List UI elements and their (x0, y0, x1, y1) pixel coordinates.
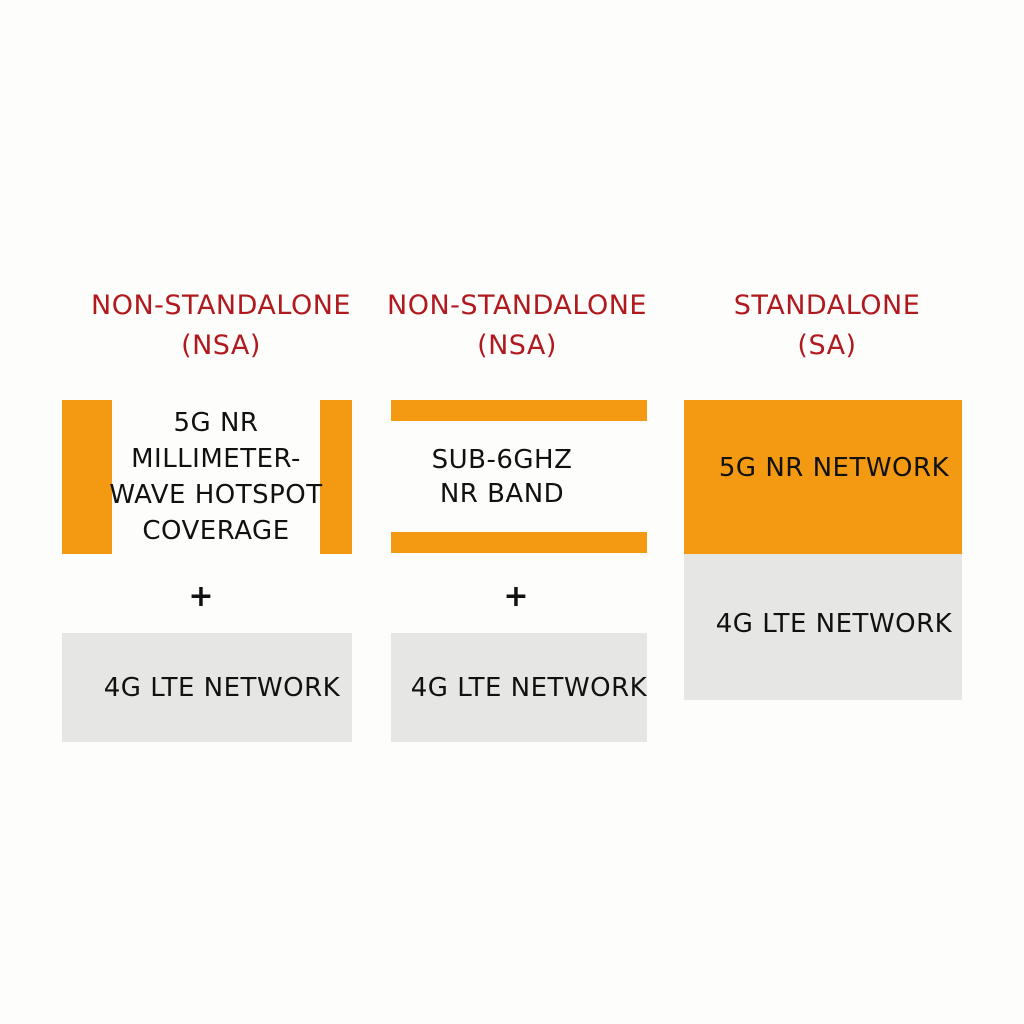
column-2-5g-label: SUB-6GHZ NR BAND (391, 421, 613, 532)
column-3-title-line2: (SA) (797, 330, 857, 361)
column-3-5g-box (684, 400, 962, 554)
column-1-5g-line: WAVE HOTSPOT (109, 480, 323, 510)
column-2-lte-text: 4G LTE NETWORK (410, 672, 648, 703)
column-2-5g-bottom-bar (391, 532, 647, 553)
column-2-title: NON-STANDALONE (NSA) (352, 286, 682, 366)
column-2-5g-top-bar (391, 400, 647, 421)
column-1-title-line1: NON-STANDALONE (91, 290, 351, 321)
column-3-lte-label: 4G LTE NETWORK (684, 554, 984, 694)
column-1-5g-label: 5G NR MILLIMETER- WAVE HOTSPOT COVERAGE (109, 400, 323, 554)
column-1-title: NON-STANDALONE (NSA) (56, 286, 386, 366)
column-3-5g-text: 5G NR NETWORK (718, 453, 950, 483)
column-2-title-line2: (NSA) (477, 330, 557, 361)
column-2-title-line1: NON-STANDALONE (387, 290, 647, 321)
column-2-lte-box (391, 633, 647, 742)
column-3-title-line1: STANDALONE (733, 290, 921, 321)
column-3-lte-text: 4G LTE NETWORK (715, 609, 953, 639)
column-1-5g-right-bar (320, 400, 352, 554)
column-1-lte-label: 4G LTE NETWORK (62, 633, 382, 742)
column-1-5g-left-bar (62, 400, 112, 554)
column-1-lte-box (62, 633, 352, 742)
column-2-5g-line: NR BAND (439, 478, 565, 509)
column-2-lte-label: 4G LTE NETWORK (391, 633, 667, 742)
column-3-lte-box (684, 554, 962, 700)
column-3-5g-label: 5G NR NETWORK (684, 400, 984, 536)
column-1-5g-line: COVERAGE (142, 516, 290, 546)
column-3-title: STANDALONE (SA) (662, 286, 992, 366)
column-1-title-line2: (NSA) (181, 330, 261, 361)
column-1-5g-line: 5G NR (173, 408, 259, 438)
column-2-5g-line: SUB-6GHZ (431, 444, 573, 475)
column-2-plus-sign: + (503, 579, 529, 614)
column-1-lte-text: 4G LTE NETWORK (103, 672, 341, 703)
column-1-plus-sign: + (188, 579, 214, 614)
column-1-5g-line: MILLIMETER- (131, 444, 301, 474)
